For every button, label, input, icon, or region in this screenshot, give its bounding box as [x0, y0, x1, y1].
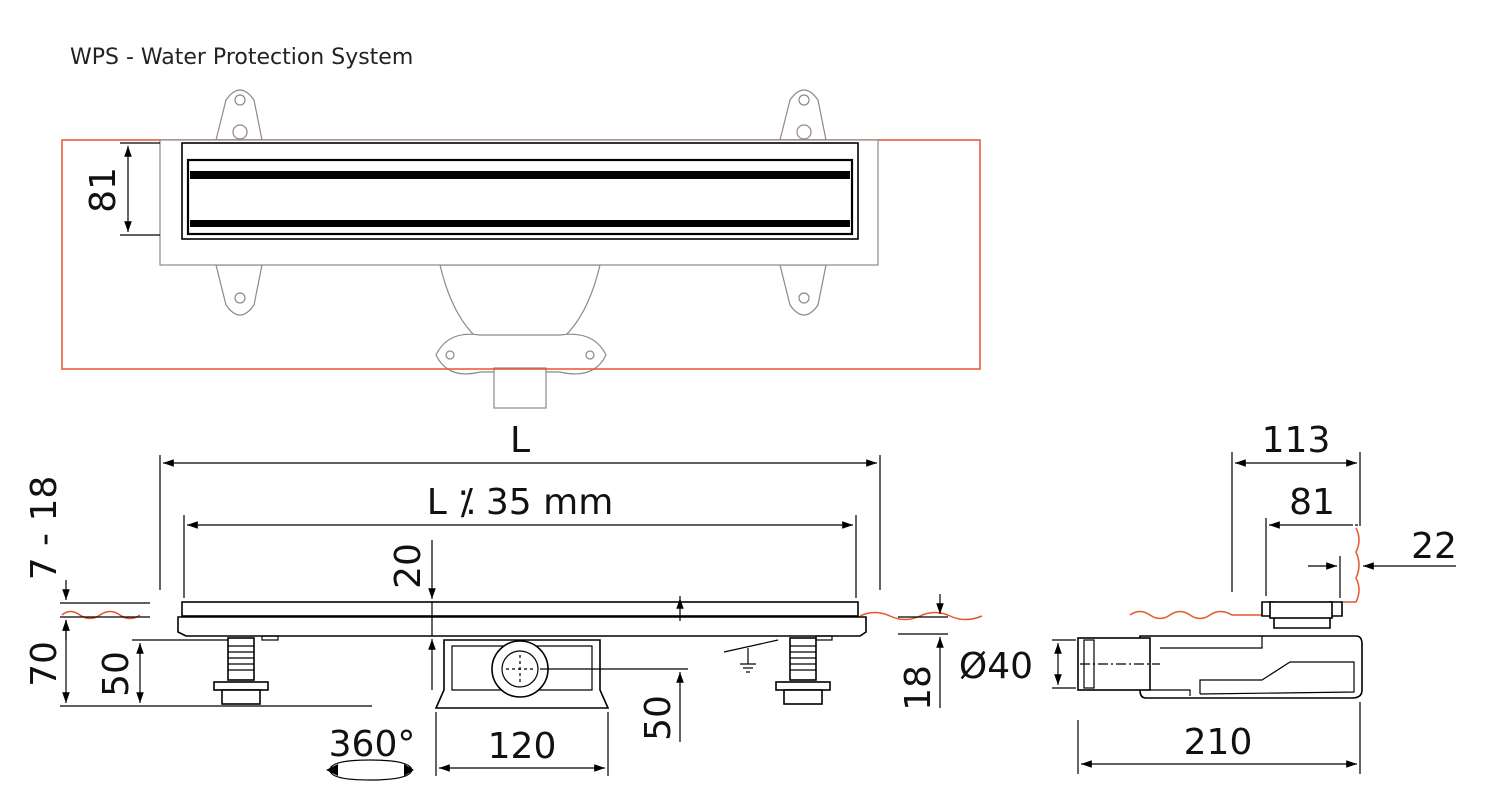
dim-length: [159, 455, 881, 590]
foot-right: [775, 635, 833, 705]
dim-side-total-label: 113: [1262, 420, 1331, 461]
dim-top-height: [120, 142, 160, 236]
top-bracket-left: [215, 89, 263, 141]
dim-outlet-diameter-label: Ø40: [959, 646, 1033, 687]
dim-side-length-label: 210: [1184, 722, 1253, 763]
dim-side-total: [1231, 452, 1361, 592]
side-view: 113 81 22 Ø40 210: [959, 420, 1457, 774]
dim-length-minus-label: L ⁒ 35 mm: [427, 482, 614, 523]
grate-slot-top: [190, 171, 850, 179]
side-floor-line: [1129, 527, 1360, 620]
dim-side-length: [1077, 702, 1361, 774]
side-body: [1139, 635, 1363, 699]
floor-line-left: [61, 610, 141, 620]
dim-adjust-range-label: 7 - 18: [24, 476, 65, 581]
dim-foot-height-label: 50: [96, 651, 137, 697]
outlet-body-top: [435, 264, 607, 409]
bottom-bracket-right: [779, 264, 827, 316]
dim-side-flange-label: 22: [1411, 526, 1457, 567]
front-channel: [177, 616, 867, 637]
dim-cover-label: 20: [388, 543, 429, 589]
rotation-label: 360°: [329, 724, 416, 765]
dim-outlet-width: [435, 712, 609, 776]
front-view: L L ⁒ 35 mm 7 - 18 70 50: [24, 420, 983, 781]
dim-side-channel: [1265, 518, 1358, 596]
rotation-arrow: [326, 759, 414, 781]
side-channel: [1261, 601, 1343, 629]
dim-side-flange: [1308, 556, 1456, 598]
dim-outlet-height: [540, 596, 688, 742]
dim-total-height: [60, 620, 372, 707]
top-bracket-right: [779, 89, 827, 141]
side-grate: [1269, 601, 1333, 619]
bottom-bracket-left: [215, 264, 263, 316]
dim-adjust-range: [60, 580, 150, 640]
dim-outlet-width-label: 120: [488, 726, 557, 767]
dim-length-label: L: [510, 420, 530, 461]
dim-grate-height-label: 18: [898, 665, 939, 711]
top-view: 81: [61, 89, 981, 409]
drawing-title: WPS - Water Protection System: [70, 45, 413, 70]
dim-foot-height: [132, 639, 228, 703]
earthing-symbol: [723, 639, 779, 673]
dim-top-height-label: 81: [83, 167, 124, 213]
dim-length-minus: [183, 515, 857, 598]
dim-side-channel-label: 81: [1289, 482, 1335, 523]
front-grate: [181, 601, 859, 617]
front-outlet: [434, 639, 610, 709]
foot-left: [213, 635, 279, 705]
dim-grate-height: [898, 594, 948, 708]
dim-outlet-diameter: [1052, 639, 1076, 689]
dim-total-height-label: 70: [24, 641, 65, 687]
grate-slot-bottom: [190, 220, 850, 227]
dim-outlet-height-label: 50: [638, 695, 679, 741]
floor-line-right: [859, 611, 983, 621]
grate-frame: [186, 158, 854, 236]
